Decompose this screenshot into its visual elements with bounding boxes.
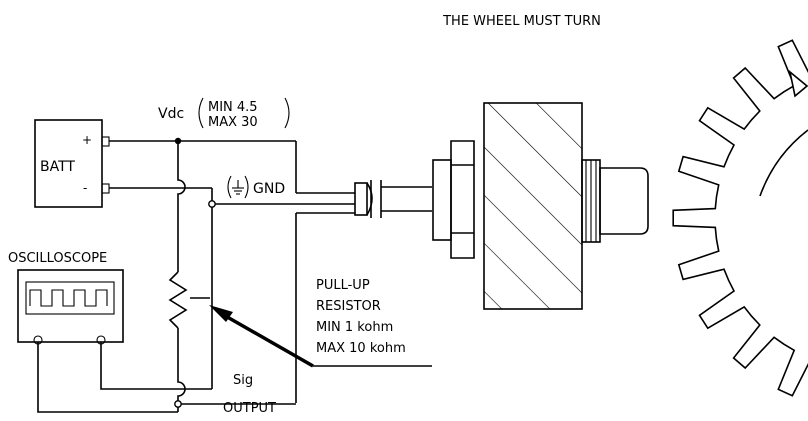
vdc-label: Vdc [158, 106, 184, 122]
diagram-title: THE WHEEL MUST TURN [442, 14, 601, 29]
sig-label: Sig [233, 373, 253, 388]
resistor-line-3: MIN 1 kohm [316, 320, 393, 335]
gnd-label: GND [253, 181, 285, 197]
waveform-icon [29, 289, 108, 307]
oscilloscope: OSCILLOSCOPE [8, 251, 124, 345]
vdc-min: MIN 4.5 [208, 100, 258, 115]
wiring [37, 137, 355, 413]
supply-voltage: Vdc MIN 4.5 MAX 30 [158, 97, 290, 130]
rotation-arrow [759, 129, 808, 197]
gear-wheel-icon [672, 39, 808, 397]
vdc-max: MAX 30 [208, 115, 258, 130]
oscilloscope-label: OSCILLOSCOPE [8, 251, 107, 266]
speed-sensor [432, 102, 649, 310]
junction-dot [208, 200, 216, 208]
resistor-spec: PULL-UP RESISTOR MIN 1 kohm MAX 10 kohm [316, 278, 406, 356]
resistor-line-4: MAX 10 kohm [316, 341, 406, 356]
junction-dot [174, 137, 182, 145]
battery-minus: - [83, 181, 87, 195]
cable-connector [354, 180, 432, 218]
rotation-arrowhead [788, 69, 808, 98]
resistor-line-1: PULL-UP [316, 278, 370, 293]
output-label: OUTPUT [223, 401, 276, 416]
gear-teeth [672, 39, 808, 397]
pull-up-resistor [168, 271, 210, 329]
battery-plus: + [82, 133, 92, 147]
battery: BATT + - [34, 119, 110, 208]
arrow-icon [209, 305, 432, 368]
battery-label: BATT [40, 159, 75, 175]
resistor-line-2: RESISTOR [316, 299, 381, 314]
junction-dot [174, 400, 182, 408]
ground-icon [227, 175, 249, 199]
